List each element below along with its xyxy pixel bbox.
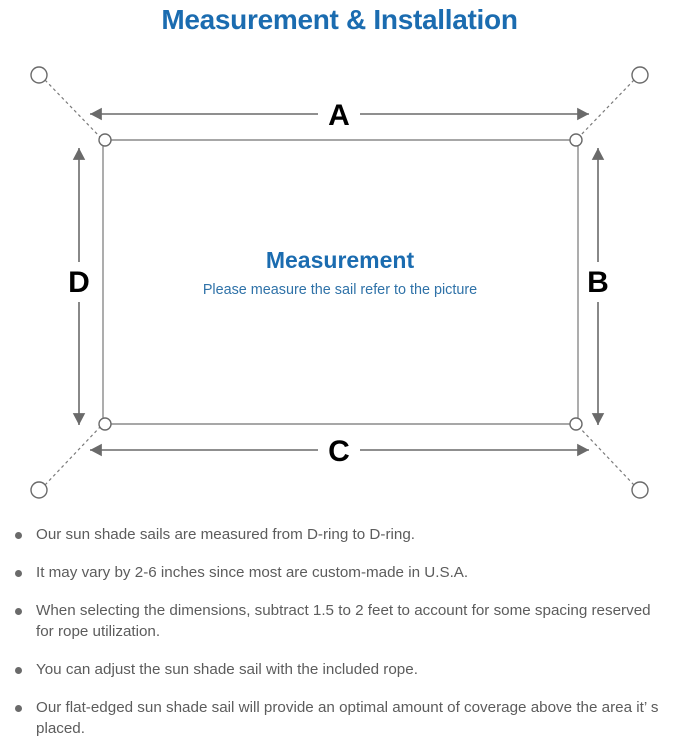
notes-list: Our sun shade sails are measured from D-… (0, 524, 679, 739)
spacer (0, 680, 679, 697)
dimension-label-a: A (328, 99, 350, 132)
spacer (0, 545, 679, 562)
dimension-label-d: D (68, 266, 90, 299)
d-rings (98, 133, 583, 431)
bullet-icon (15, 667, 22, 674)
list-item-text: It may vary by 2-6 inches since most are… (36, 564, 469, 581)
d-ring-bottom-left-icon (98, 417, 112, 431)
spacer (0, 583, 679, 600)
list-item-text: When selecting the dimensions, subtract … (36, 602, 651, 640)
shade-sail-body (102, 139, 579, 425)
sail-measurement-diagram: A C D B Measurement Please measure the s… (0, 44, 679, 514)
rope-line-top-right (577, 79, 635, 139)
rope-lines (44, 79, 635, 486)
list-item: It may vary by 2-6 inches since most are… (6, 562, 665, 583)
list-item: You can adjust the sun shade sail with t… (6, 659, 665, 680)
dimension-label-c: C (328, 435, 350, 468)
list-item: Our flat-edged sun shade sail will provi… (6, 697, 665, 739)
list-item: When selecting the dimensions, subtract … (6, 600, 665, 642)
dimension-label-b: B (587, 266, 609, 299)
list-item-text: Our sun shade sails are measured from D-… (36, 526, 415, 543)
anchor-ring-bottom-left-icon (30, 481, 48, 499)
diagram-center-title: Measurement (266, 247, 415, 273)
anchor-ring-top-left-icon (30, 66, 48, 84)
bullet-icon (15, 570, 22, 577)
rope-line-top-left (44, 79, 102, 139)
spacer (0, 642, 679, 659)
bullet-icon (15, 532, 22, 539)
anchor-ring-bottom-right-icon (631, 481, 649, 499)
anchor-rings (30, 66, 649, 499)
d-ring-top-right-icon (569, 133, 583, 147)
list-item-text: Our flat-edged sun shade sail will provi… (36, 699, 659, 737)
list-item: Our sun shade sails are measured from D-… (6, 524, 665, 545)
d-ring-top-left-icon (98, 133, 112, 147)
bullet-icon (15, 608, 22, 615)
page-title: Measurement & Installation (161, 4, 518, 35)
d-ring-bottom-right-icon (569, 417, 583, 431)
rope-line-bottom-left (44, 425, 102, 486)
anchor-ring-top-right-icon (631, 66, 649, 84)
bullet-icon (15, 705, 22, 712)
list-item-text: You can adjust the sun shade sail with t… (36, 661, 418, 678)
rope-line-bottom-right (577, 425, 635, 486)
diagram-center-subtitle: Please measure the sail refer to the pic… (203, 282, 477, 298)
